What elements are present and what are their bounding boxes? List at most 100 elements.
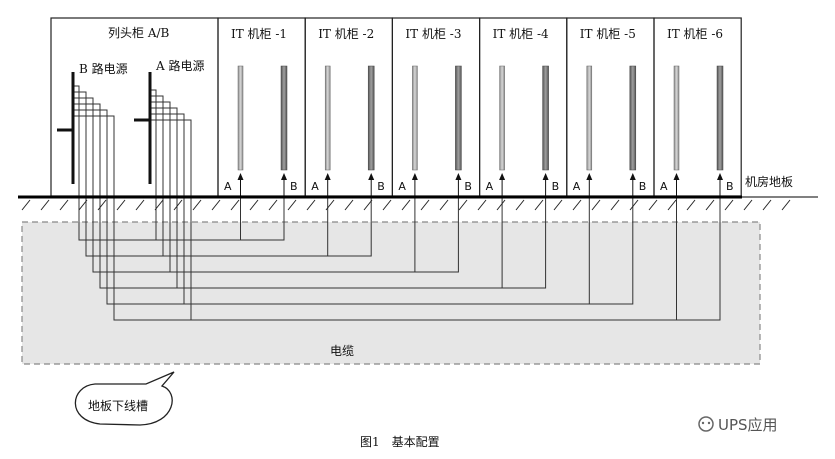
- floor-hatch: [59, 199, 69, 211]
- floor-hatch: [363, 199, 373, 211]
- cable-a: [150, 89, 241, 241]
- feed-b-label: B: [726, 180, 734, 193]
- floor-hatch: [515, 199, 525, 211]
- trough-label: 地板下线槽: [88, 399, 148, 413]
- floor-hatch: [781, 199, 791, 211]
- floor-hatch: [268, 199, 278, 211]
- feed-a-arrowhead: [673, 173, 680, 180]
- floor-hatch: [192, 199, 202, 211]
- feed-a-label: A: [573, 180, 581, 193]
- feed-b-arrowhead: [368, 173, 375, 180]
- feed-b-label: B: [639, 180, 647, 193]
- feed-a-label: A: [486, 180, 494, 193]
- it-cabinet-label-1: IT 机柜 -1: [231, 27, 287, 41]
- floor-hatch: [553, 199, 563, 211]
- floor-hatch: [306, 199, 316, 211]
- floor-hatch: [572, 199, 582, 211]
- floor-hatch: [135, 199, 145, 211]
- feed-b-arrowhead: [717, 173, 723, 180]
- pdu-b-bar: [280, 65, 288, 171]
- feed-b-label: B: [377, 180, 385, 193]
- pdu-b-bar: [629, 65, 637, 171]
- it-cabinet-label-5: IT 机柜 -5: [580, 27, 636, 41]
- pdu-b-bar: [367, 65, 375, 171]
- cable-b: [73, 115, 721, 321]
- floor-hatch: [496, 199, 506, 211]
- floor-hatch: [287, 199, 297, 211]
- cable-b: [73, 103, 547, 289]
- floor-hatch: [173, 199, 183, 211]
- floor-hatch: [648, 199, 658, 211]
- floor-hatch: [534, 199, 544, 211]
- floor-hatch: [705, 199, 715, 211]
- cable-b: [73, 91, 372, 257]
- underfloor-trough: [21, 221, 761, 365]
- feed-a-arrowhead: [411, 173, 418, 180]
- pdu-a-bar: [412, 65, 418, 171]
- it-cabinet-label-4: IT 机柜 -4: [493, 27, 549, 41]
- floor-hatch: [78, 199, 88, 211]
- floor-hatch: [420, 199, 430, 211]
- cable-b: [73, 85, 285, 241]
- watermark-text: UPS应用: [718, 416, 778, 434]
- floor-hatch: [211, 199, 221, 211]
- floor-hatch: [477, 199, 487, 211]
- it-cabinet-label-3: IT 机柜 -3: [405, 27, 461, 41]
- feed-b-label: B: [464, 180, 472, 193]
- cable-b: [73, 97, 459, 273]
- floor-hatch: [97, 199, 107, 211]
- it-cabinet-6: [653, 17, 742, 197]
- it-cabinet-label-6: IT 机柜 -6: [667, 27, 723, 41]
- pdu-a-bar: [237, 65, 244, 171]
- floor-hatch: [116, 199, 126, 211]
- pdu-a-bar: [673, 65, 680, 171]
- floor-hatch: [629, 199, 639, 211]
- floor-hatch: [40, 199, 50, 211]
- floor-hatch: [230, 199, 240, 211]
- pdu-a-bar: [324, 65, 331, 171]
- floor-hatch: [610, 199, 620, 211]
- a-power-source-label: A 路电源: [155, 58, 204, 73]
- it-cabinet-label-2: IT 机柜 -2: [318, 27, 374, 41]
- floor-hatch: [686, 199, 696, 211]
- floor-label: 机房地板: [745, 174, 793, 189]
- it-cabinet-3: [391, 17, 481, 197]
- floor-hatch: [382, 199, 392, 211]
- head-cabinet-title: 列头柜 A/B: [108, 26, 170, 40]
- feed-a-label: A: [224, 180, 232, 193]
- pdu-b-bar: [716, 65, 724, 171]
- feed-a-arrowhead: [324, 173, 331, 180]
- feed-b-arrowhead: [455, 173, 462, 180]
- feed-b-label: B: [290, 180, 298, 193]
- feed-a-arrowhead: [499, 173, 506, 180]
- it-cabinet-2: [304, 17, 394, 197]
- b-power-source-label: B 路电源: [79, 61, 128, 76]
- pdu-b-bar: [455, 65, 462, 171]
- pdu-a-bar: [499, 65, 505, 171]
- feed-a-arrowhead: [586, 173, 593, 180]
- head-cabinet: [50, 17, 219, 197]
- floor-hatch: [439, 199, 449, 211]
- it-cabinet-5: [566, 17, 655, 197]
- trough-callout-bubble: [74, 371, 175, 426]
- it-cabinet-1: [217, 17, 306, 197]
- it-cabinet-4: [479, 17, 568, 197]
- pdu-b-bar: [542, 65, 549, 171]
- figure-caption: 图1 基本配置: [360, 435, 440, 449]
- feed-b-arrowhead: [542, 173, 549, 180]
- floor-hatch: [401, 199, 411, 211]
- feed-b-arrowhead: [629, 173, 636, 180]
- ups-logo-icon: [698, 416, 714, 432]
- floor-hatch: [458, 199, 468, 211]
- floor-hatch: [154, 199, 164, 211]
- feed-a-label: A: [398, 180, 406, 193]
- floor-hatch: [249, 199, 259, 211]
- floor-hatch: [591, 199, 601, 211]
- feed-a-arrowhead: [237, 173, 244, 180]
- floor-hatch: [325, 199, 335, 211]
- feed-a-label: A: [311, 180, 319, 193]
- floor-hatch: [743, 199, 753, 211]
- floor-hatch: [21, 199, 31, 211]
- floor-hatch: [667, 199, 677, 211]
